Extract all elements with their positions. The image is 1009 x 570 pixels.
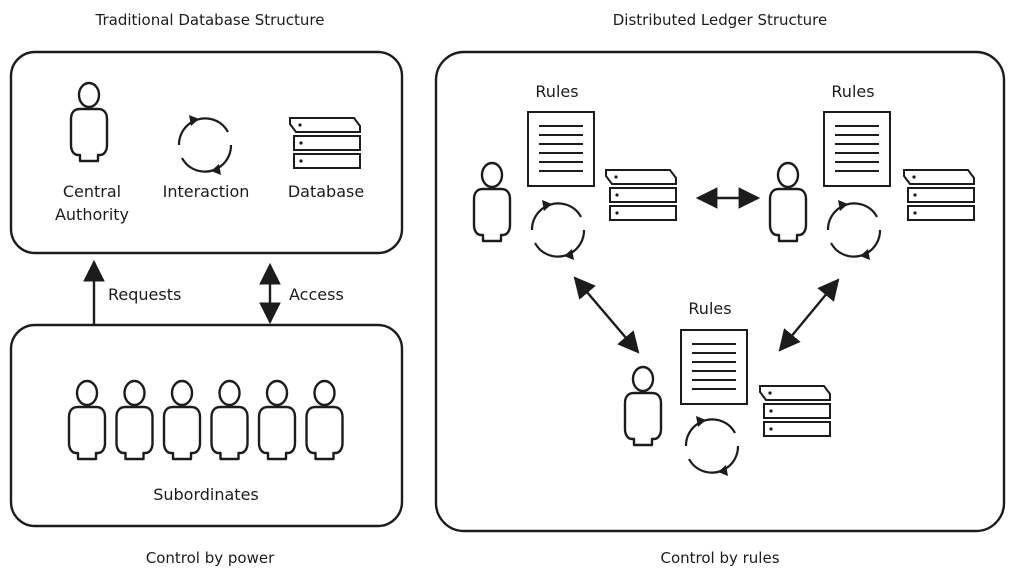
node-1-rules-document-icon xyxy=(527,111,595,187)
traditional-heading: Traditional Database Structure xyxy=(95,11,325,29)
node-1-cycle-icon xyxy=(530,198,586,262)
database-label: Database xyxy=(288,182,364,201)
node-1-server-icon xyxy=(605,169,677,221)
node-3-server-icon xyxy=(759,385,831,437)
subordinates-label: Subordinates xyxy=(153,485,259,504)
subordinate-person-icon xyxy=(67,379,107,461)
central-authority-box xyxy=(9,50,404,255)
node-3-rules-label: Rules xyxy=(688,299,731,318)
central-authority-label-line2: Authority xyxy=(55,205,129,224)
ledger-node-3: Rules xyxy=(623,299,831,478)
node-1-person-icon xyxy=(472,161,512,243)
node-1-node-3-link-arrow xyxy=(573,276,640,354)
node-2-cycle-icon xyxy=(826,198,882,262)
distributed-ledger-panel: Distributed Ledger Structure Rules Rules… xyxy=(434,11,1006,567)
traditional-caption: Control by power xyxy=(146,549,275,567)
access-label: Access xyxy=(289,285,344,304)
traditional-database-panel: Traditional Database Structure Central A… xyxy=(9,11,404,567)
node-2-rules-document-icon xyxy=(823,111,891,187)
node-2-server-icon xyxy=(903,169,975,221)
ledger-node-2: Rules xyxy=(768,82,975,262)
node-3-person-icon xyxy=(623,365,663,447)
distributed-heading: Distributed Ledger Structure xyxy=(613,11,827,29)
subordinate-person-icon xyxy=(305,379,344,461)
subordinate-person-icon xyxy=(162,379,202,461)
interaction-label: Interaction xyxy=(163,182,250,201)
central-authority-person-icon xyxy=(69,81,109,163)
node-3-cycle-icon xyxy=(684,414,740,478)
subordinate-person-icon xyxy=(115,379,154,461)
subordinate-person-icon xyxy=(257,379,297,461)
subordinate-person-icon xyxy=(210,379,249,461)
interaction-cycle-icon xyxy=(177,113,233,177)
ledger-node-1: Rules xyxy=(472,82,677,262)
node-2-node-3-link-arrow xyxy=(778,278,840,352)
subordinates-group xyxy=(67,379,344,461)
requests-label: Requests xyxy=(108,285,181,304)
node-2-person-icon xyxy=(768,161,808,243)
node-1-rules-label: Rules xyxy=(535,82,578,101)
distributed-caption: Control by rules xyxy=(660,549,779,567)
database-server-icon xyxy=(289,117,361,169)
distributed-ledger-box xyxy=(434,50,1006,533)
node-3-rules-document-icon xyxy=(680,329,748,405)
central-authority-label-line1: Central xyxy=(63,182,121,201)
subordinates-box xyxy=(9,323,404,528)
node-2-rules-label: Rules xyxy=(831,82,874,101)
